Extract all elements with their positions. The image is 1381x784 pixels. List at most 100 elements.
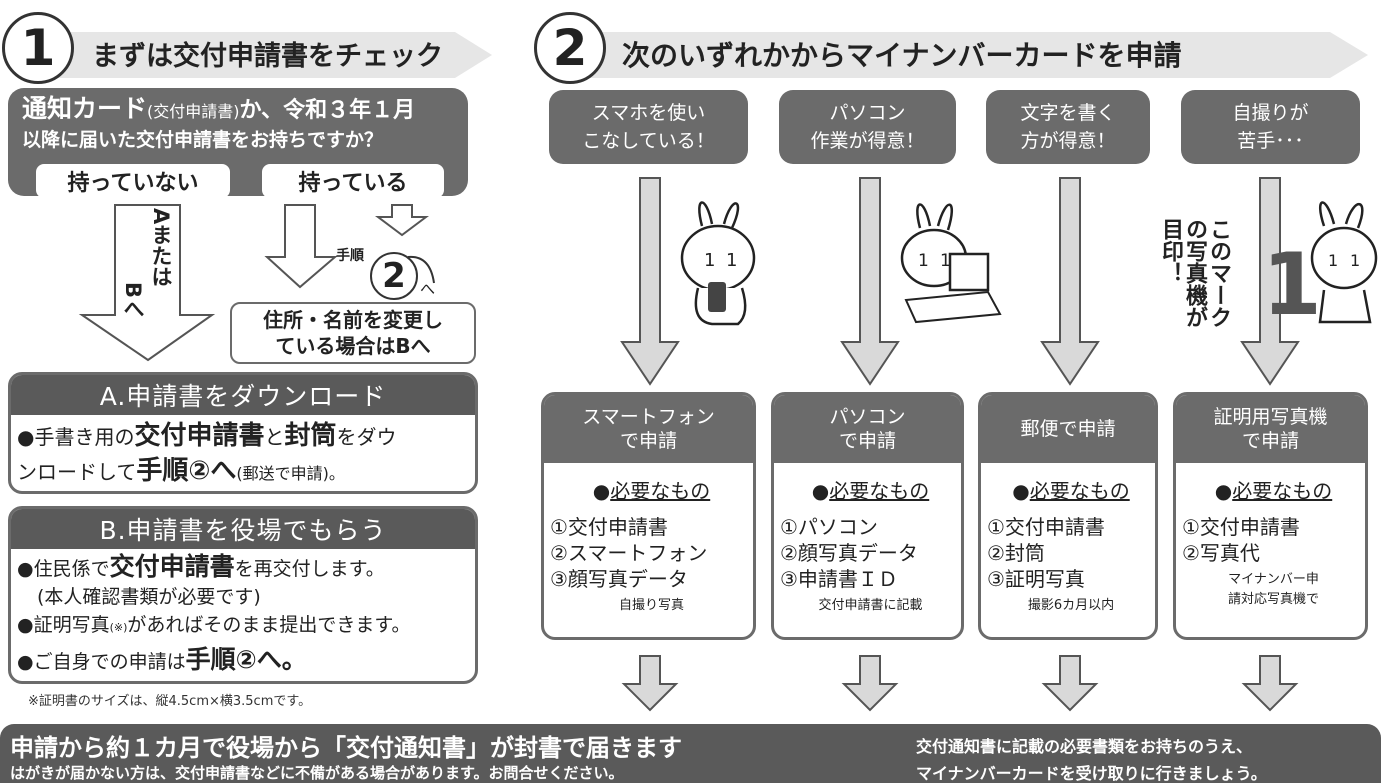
col-pc-top-line2: 作業が得意！ [810,130,925,152]
svg-text:1: 1 [918,251,929,271]
col-mail-item: ②封筒 [987,541,1045,565]
col-smartphone-short-arrow [621,655,679,712]
svg-text:1: 1 [940,251,951,271]
col-smartphone-arrow [620,177,680,386]
tejun-number: 2 [370,252,418,300]
col-pc-top-line1: パソコン [829,102,906,124]
mark-note-col3: 目印！ [1158,218,1183,284]
col-photobooth-method-line2: で申請 [1241,430,1299,452]
col-smartphone-top-line1: スマホを使い [591,102,706,124]
col-smartphone-item: ①交付申請書 [550,515,668,539]
col-smartphone-note: 自撮り写真 [618,598,684,613]
step1-header-banner [40,32,492,78]
step1-number: 1 [2,12,74,84]
step2-number: 2 [534,12,606,84]
col-smartphone-item: ②スマートフォン [550,541,708,565]
col-photobooth-top-line1: 自撮りが [1232,102,1309,124]
col-photobooth-short-arrow [1241,655,1299,712]
box-a-title: A.申請書をダウンロード [11,375,475,415]
col-photobooth-note: マイナンバー申 [1228,572,1319,587]
col-pc-note: 交付申請書に記載 [818,598,923,613]
col-photobooth-top-line2: 苦手･･･ [1237,130,1304,152]
col-mail-arrow [1040,177,1100,386]
col-photobooth-method-line1: 証明用写真機 [1213,406,1328,428]
tejun-label: 手順 [336,248,364,264]
bottom-banner: 申請から約１カ月で役場から「交付通知書」が封書で届きます はがきが届かない方は、… [0,724,1381,783]
no-option: 持っていない [36,164,230,198]
bullet-icon: ● [1214,479,1233,503]
step2-title: 次のいずれかからマイナンバーカードを申請 [622,39,1182,72]
col-photobooth-method: 証明用写真機 で申請 [1176,395,1365,463]
svg-text:1: 1 [1350,251,1360,270]
col-smartphone-method-line2: で申請 [619,430,677,452]
col-photobooth-item: ②写真代 [1182,541,1260,565]
col-mail-item: ③証明写真 [987,567,1085,591]
box-a-line1: ●手書き用の交付申請書と封筒をダウ [17,421,397,451]
col-photobooth-note2: 請対応写真機で [1227,592,1319,607]
col-photobooth-arrow [1240,177,1300,386]
arrow-a-label: Aまたは [149,208,173,288]
col-smartphone-needs: ●必要なもの [592,479,711,503]
arrow-b-label: Bへ [121,282,145,320]
step2-header-banner [570,32,1368,78]
col-pc-item: ①パソコン [780,515,878,539]
col-mail-method: 郵便で申請 [981,395,1155,463]
col-pc-method: パソコン で申請 [774,395,961,463]
bottom-subline: はがきが届かない方は、交付申請書などに不備がある場合があります。お問合せください… [10,764,624,782]
change-note-box: 住所・名前を変更し ている場合はBへ [230,302,476,364]
mascot-smartphone-icon: 1 1 [680,201,756,326]
col-mail-top-line2: 方が得意！ [1020,130,1116,152]
box-b-title: B.申請書を役場でもらう [11,509,475,549]
col-pc-item: ②顔写真データ [780,541,918,565]
col-pc-item: ③申請書ＩＤ [780,567,898,591]
col-mail-needs: ●必要なもの [1012,479,1130,503]
bottom-right-2: マイナンバーカードを受け取りに行きましょう。 [916,764,1267,783]
box-b-line4: ●ご自身での申請は手順②へ。 [17,645,307,674]
box-a: A.申請書をダウンロード ●手書き用の交付申請書と封筒をダウ ンロードして手順②… [8,372,478,494]
col-photobooth-needs: ●必要なもの [1214,479,1333,503]
mark-note-col2: の写真機が [1182,218,1207,328]
step1-header: 1 まずは交付申請書をチェック [0,10,500,84]
box-b-line3: ●証明写真(※)があればそのまま提出できます。 [17,614,411,636]
question-line2: 以降に届いた交付申請書をお持ちですか？ [22,129,384,151]
step1-arrows [78,204,435,362]
step1-title: まずは交付申請書をチェック [92,41,443,72]
bullet-icon: ● [592,479,611,503]
mark-note-col1: このマーク [1206,218,1231,328]
col-smartphone-top-line2: こなしている！ [582,130,715,152]
col-photobooth-top: 自撮りが 苦手･･･ [1181,90,1360,164]
col-pc-method-line1: パソコン [829,406,906,428]
col-smartphone-top: スマホを使い こなしている！ [549,90,748,164]
box-b: B.申請書を役場でもらう ●住民係で交付申請書を再交付します。 (本人確認書類が… [8,506,478,684]
mascot-photobooth-icon: 1 1 1 [1262,201,1378,335]
col-pc-top: パソコン 作業が得意！ [779,90,956,164]
box-a-line2: ンロードして手順②へ(郵送で申請)。 [17,456,345,486]
col-pc-method-line2: で申請 [838,430,896,452]
col-smartphone-item: ③顔写真データ [550,567,688,591]
svg-text:1: 1 [726,250,737,271]
col-mail-note: 撮影6カ月以内 [1027,598,1115,613]
question-rest: か、令和３年１月 [239,98,416,123]
col-mail-top: 文字を書く 方が得意！ [986,90,1150,164]
col-mail-item: ①交付申請書 [987,515,1105,539]
bullet-icon: ● [1012,479,1030,503]
change-note-line1: 住所・名前を変更し [263,308,443,332]
col-mail-top-line1: 文字を書く [1020,102,1116,124]
bullet-icon: ● [811,479,830,503]
col-pc-needs: ●必要なもの [811,479,930,503]
step2-header: 2 次のいずれかからマイナンバーカードを申請 [530,10,1370,84]
box-b-line1: ●住民係で交付申請書を再交付します。 [17,552,385,581]
col-pc-arrow [840,177,900,386]
col-mail-method-line1: 郵便で申請 [1020,418,1116,440]
col-pc-short-arrow [841,655,899,712]
tejun-he: へ [420,280,436,298]
yes-option: 持っている [262,164,444,198]
col-smartphone-method: スマートフォン で申請 [544,395,753,463]
col-mail-short-arrow [1041,655,1099,712]
bottom-headline: 申請から約１カ月で役場から「交付通知書」が封書で届きます [10,734,682,762]
svg-text:1: 1 [1328,251,1338,270]
